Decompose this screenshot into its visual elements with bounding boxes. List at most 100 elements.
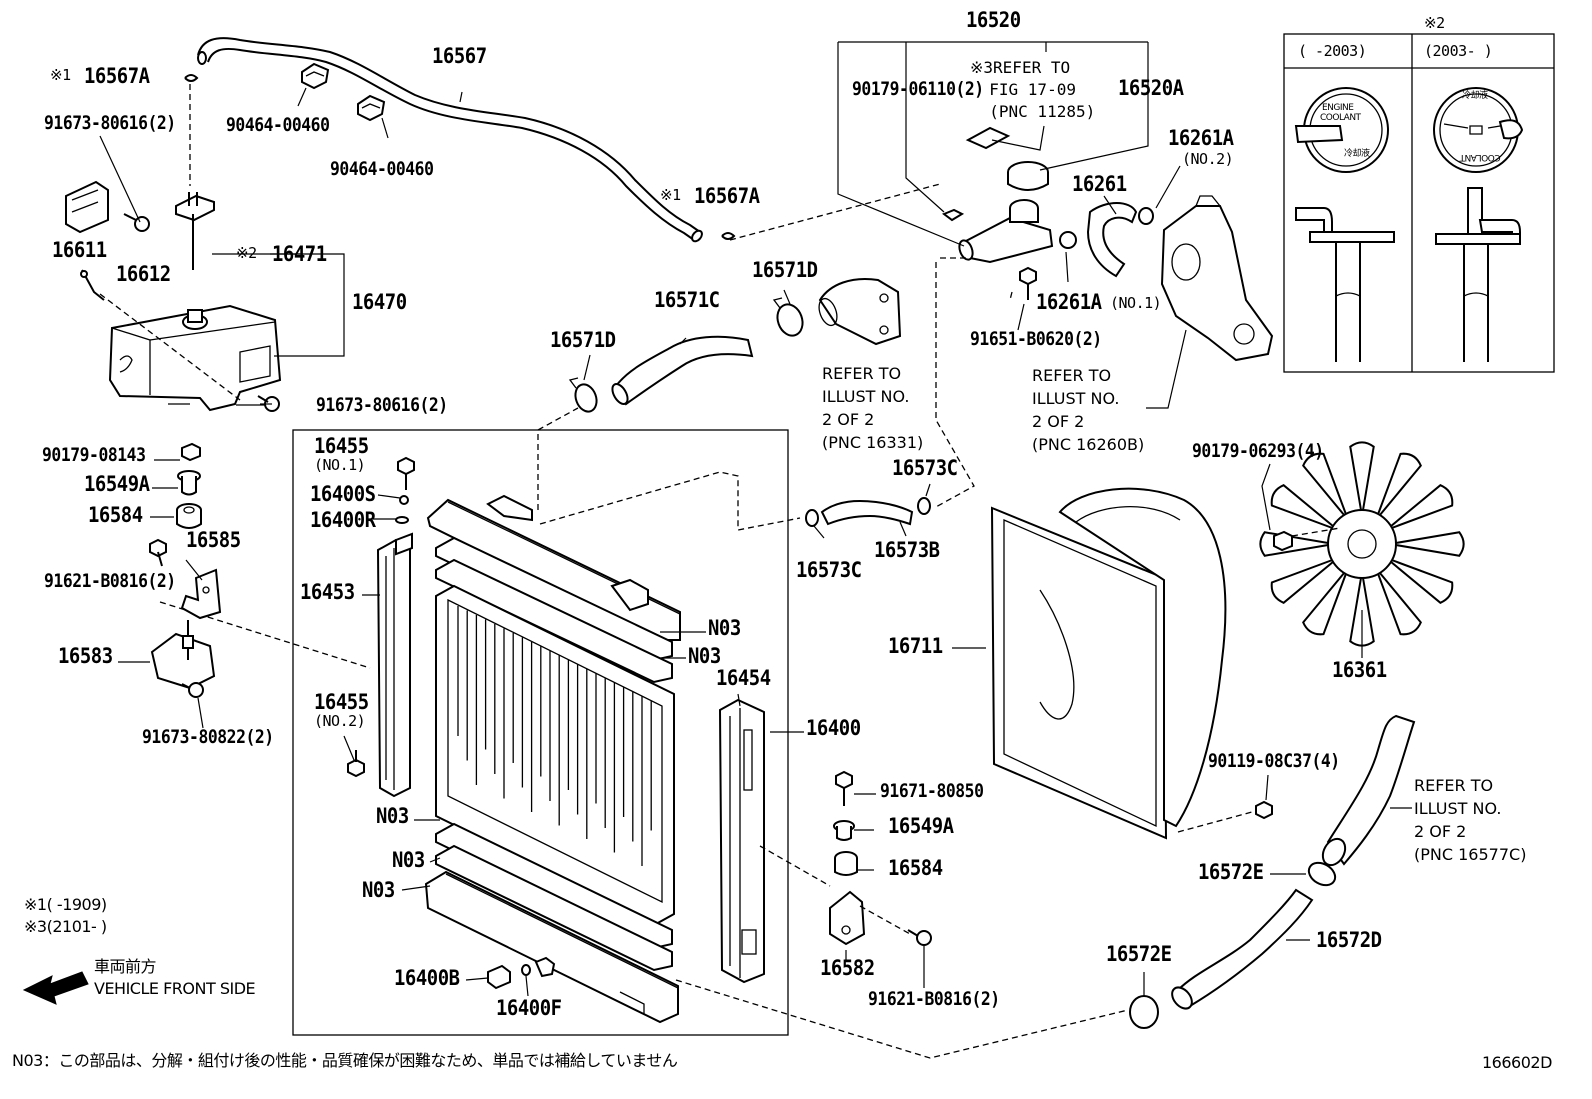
cap2-text-coolant: COOLANT [1460, 152, 1501, 162]
label-16573c-b: 16573C [892, 456, 958, 480]
label-n03-d: N03 [392, 848, 425, 872]
label-n03-b: N03 [688, 644, 721, 668]
mark-1-top: ※1 [50, 66, 71, 84]
cushion-16549a-left [177, 470, 201, 496]
label-16571c: 16571C [654, 288, 720, 312]
legend-note-3: ※3(2101- ) [24, 917, 107, 936]
label-16711: 16711 [888, 634, 943, 658]
label-16520a: 16520A [1118, 76, 1184, 100]
label-90464-b: 90464-00460 [330, 158, 434, 180]
mark-2-inline: ※2 [236, 244, 257, 262]
fan-blade [1375, 567, 1422, 636]
note-refer-fig-17-09: ※3REFER TO FIG 17-09 (PNC 11285) [970, 58, 1096, 121]
bolt-91621-b0816-left [149, 538, 167, 567]
fan-shroud-16711 [990, 487, 1227, 840]
nut-90179-08143 [181, 442, 201, 462]
label-16583: 16583 [58, 644, 113, 668]
drain-cock-16400b [487, 964, 511, 990]
bracket-16611 [65, 180, 109, 234]
gasket-n03-upper-2 [435, 558, 673, 684]
fan-blade [1385, 557, 1454, 604]
note-refer-16331: REFER TO ILLUST NO. 2 OF 2 (PNC 16331) [822, 364, 924, 452]
label-91671-80850: 91671-80850 [880, 780, 984, 802]
note-refer-16260b: REFER TO ILLUST NO. 2 OF 2 (PNC 16260B) [1032, 366, 1145, 454]
label-91673-80616-bottom: 91673-80616(2) [316, 394, 448, 416]
stay-16612 [80, 269, 105, 301]
reservoir-tank-16470 [108, 304, 282, 412]
label-16573c-a: 16573C [796, 558, 862, 582]
label-16455-no2: 16455 [314, 690, 369, 714]
bracket-16585 [180, 568, 222, 620]
vehicle-front-arrow-icon [22, 971, 89, 1005]
label-16567: 16567 [432, 44, 487, 68]
label-16261a-no1: 16261A [1036, 290, 1102, 314]
label-n03-c: N03 [376, 804, 409, 828]
label-16572e-b: 16572E [1106, 942, 1172, 966]
support-16454 [718, 698, 765, 984]
bolt-90179-06110 [941, 208, 965, 222]
label-16584-left: 16584 [88, 503, 143, 527]
clamp-16571d-a [568, 377, 598, 413]
label-16400: 16400 [806, 716, 861, 740]
fan-blade [1385, 484, 1454, 531]
label-16400f: 16400F [496, 996, 562, 1020]
bypass-hose-16261 [1086, 202, 1138, 278]
cushion-16584-left [176, 503, 202, 529]
label-16571d-a: 16571D [550, 328, 616, 352]
clip-16567a-top [184, 74, 199, 82]
label-16585: 16585 [186, 528, 241, 552]
label-16454: 16454 [716, 666, 771, 690]
label-16549a-right: 16549A [888, 814, 954, 838]
label-16549a-left: 16549A [84, 472, 150, 496]
label-16573b: 16573B [874, 538, 940, 562]
cap2-text-jp: 冷却液 [1462, 91, 1488, 101]
fan-blade [1302, 452, 1349, 521]
label-16453: 16453 [300, 580, 355, 604]
water-outlet-16331 [818, 278, 902, 346]
fan-blade [1270, 557, 1339, 604]
label-16400s: 16400S [310, 482, 376, 506]
diagram-id: 166602D [1482, 1053, 1552, 1072]
label-16520: 16520 [966, 8, 1021, 32]
label-no2-b: (NO.2) [314, 712, 366, 730]
cap-stem-16471 [175, 192, 215, 270]
radiator-cap-16520a [1007, 161, 1049, 191]
clamp-16571d-b [772, 297, 804, 337]
gasket-n03-upper-1 [435, 536, 673, 662]
label-91673-80616-top: 91673-80616(2) [44, 112, 176, 134]
label-n03-e: N03 [362, 878, 395, 902]
fan-blade [1270, 484, 1339, 531]
bolt-91621-b0816-right [907, 929, 932, 946]
label-16582: 16582 [820, 956, 875, 980]
hose-clip-90464-a [301, 62, 330, 90]
label-16571d-b: 16571D [752, 258, 818, 282]
upper-hose-16571c [611, 335, 754, 406]
label-no1: (NO.1) [314, 456, 366, 474]
fan-blade [1302, 567, 1349, 636]
label-16400r: 16400R [310, 508, 376, 532]
cap1-text-jp: 冷却液 [1344, 149, 1370, 159]
label-16584-right: 16584 [888, 856, 943, 880]
cap-col1-header: ( -2003) [1298, 42, 1367, 60]
label-16470: 16470 [352, 290, 407, 314]
label-16567a-mid: 16567A [694, 184, 760, 208]
lower-hose-16572d [1171, 888, 1314, 1010]
clip-16567a-mid [721, 232, 736, 240]
washer-16400r [395, 516, 409, 524]
label-90179-08143: 90179-08143 [42, 444, 146, 466]
label-91621-b0816-right: 91621-B0816(2) [868, 988, 1000, 1010]
bolt-91673-80822 [181, 682, 204, 698]
label-n03-a: N03 [708, 616, 741, 640]
clamp-16261a-no1 [1059, 231, 1077, 249]
bolt-91671-80850 [835, 770, 853, 806]
label-90179-06110: 90179-06110(2) [852, 78, 984, 100]
mark-2-box: ※2 [1424, 14, 1445, 32]
bolt-91673-80616-top [123, 213, 150, 232]
label-16471: 16471 [272, 242, 327, 266]
clamp-16572e-a [1307, 861, 1337, 887]
label-91621-b0816-left: 91621-B0816(2) [44, 570, 176, 592]
gasket-n03-lower-2 [435, 844, 673, 972]
overflow-hose-16567 [197, 37, 703, 243]
